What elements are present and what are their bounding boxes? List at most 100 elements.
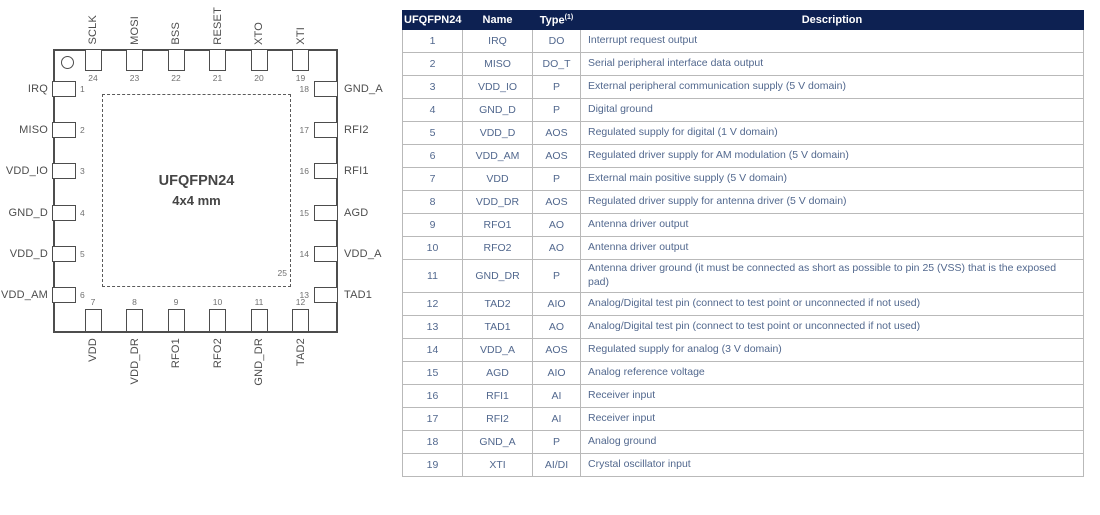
pin-label: BSS	[170, 22, 182, 45]
pin-name-cell: RFI1	[462, 383, 533, 408]
pin-label: MISO	[19, 124, 48, 137]
pin-type-cell: AI	[532, 383, 581, 408]
pin-description-cell: Analog/Digital test pin (connect to test…	[580, 314, 1084, 339]
pin-description-cell: Regulated driver supply for AM modulatio…	[580, 144, 1084, 168]
pin-pad	[314, 163, 338, 180]
pin-type-cell: AOS	[532, 144, 581, 168]
pin-pad	[52, 204, 76, 221]
pin-number: 15	[299, 207, 309, 218]
pin-number: 11	[254, 297, 264, 307]
pin-pad	[84, 309, 102, 332]
pin-pad	[292, 309, 309, 332]
pin-label: GND_A	[344, 83, 383, 95]
pin-description-cell: Analog reference voltage	[580, 360, 1084, 385]
pin-pad	[52, 81, 76, 97]
pin-label: RFO2	[211, 338, 224, 369]
pin-label: VDD	[87, 338, 99, 362]
pin-type-cell: AOS	[532, 190, 581, 214]
pin-number-cell: 2	[402, 52, 463, 76]
pin-pad	[209, 49, 226, 71]
pin-pad	[314, 122, 338, 139]
pin-number: 24	[88, 73, 98, 83]
pin-pad	[250, 309, 268, 332]
pin-name-cell: VDD_DR	[462, 190, 533, 214]
pin-pad	[209, 309, 226, 332]
pin-label: RFO1	[170, 338, 182, 369]
exposed-pad-outline	[102, 94, 291, 287]
pin-number: 16	[299, 166, 309, 177]
pin-type-cell: AIO	[532, 360, 581, 385]
pin-label: SCLK	[87, 15, 99, 45]
pin-description-cell: Serial peripheral interface data output	[580, 52, 1084, 76]
pin-description-cell: Antenna driver ground (it must be connec…	[580, 259, 1084, 293]
pin-type-cell: AOS	[532, 337, 581, 362]
pin-number-cell: 4	[402, 98, 463, 122]
column-header-name: Name	[462, 10, 533, 30]
pin-label: VDD_IO	[5, 165, 48, 178]
pin-name-cell: MISO	[462, 52, 533, 76]
pin-number: 22	[171, 73, 181, 83]
pin-pad	[167, 309, 185, 332]
pin-number: 19	[295, 73, 306, 83]
pin-number: 21	[212, 73, 223, 83]
pin-pad	[314, 245, 338, 262]
pin-name-cell: VDD_A	[462, 337, 533, 362]
pin-label: IRQ	[27, 83, 48, 95]
pin-number-cell: 1	[402, 29, 463, 53]
pin-pad	[126, 309, 143, 332]
pin-name-cell: TAD1	[462, 314, 533, 339]
pin-number: 3	[80, 166, 85, 177]
pin-label: GND_D	[8, 206, 48, 219]
pin-type-cell: AI/DI	[532, 452, 581, 477]
pin-number: 2	[80, 125, 85, 136]
pin-description-cell: Antenna driver output	[580, 213, 1084, 237]
pin-number-cell: 16	[402, 383, 463, 408]
pin-pad	[52, 163, 76, 180]
pin-pad	[314, 204, 338, 221]
pin-type-cell: AIO	[532, 291, 581, 316]
pin-description-cell: External peripheral communication supply…	[580, 75, 1084, 99]
pin-type-cell: AO	[532, 213, 581, 237]
pin-label: RESET	[211, 7, 224, 45]
pin-name-cell: VDD_AM	[462, 144, 533, 168]
pin-description-cell: Analog ground	[580, 429, 1084, 454]
pin-number-cell: 6	[402, 144, 463, 168]
pin-number-cell: 17	[402, 406, 463, 431]
pin-number: 1	[80, 84, 85, 94]
pin-type-cell: AO	[532, 314, 581, 339]
pin-number: 13	[299, 290, 309, 300]
pin-label: XTO	[253, 21, 265, 45]
pin-name-cell: AGD	[462, 360, 533, 385]
pin-name-cell: GND_A	[462, 429, 533, 454]
pin-number-cell: 18	[402, 429, 463, 454]
pin-pad	[126, 49, 143, 71]
pin-type-cell: AI	[532, 406, 581, 431]
pin-type-cell: AO	[532, 236, 581, 260]
pin-number-cell: 3	[402, 75, 463, 99]
pin-name-cell: VDD_D	[462, 121, 533, 145]
pin-name-cell: RFO2	[462, 236, 533, 260]
pin-number: 17	[299, 125, 309, 136]
pin-pad	[314, 81, 338, 97]
column-header-description: Description	[580, 10, 1084, 30]
pin-description-cell: Receiver input	[580, 383, 1084, 408]
pin-description-cell: Interrupt request output	[580, 29, 1084, 53]
pin-description-cell: Regulated driver supply for antenna driv…	[580, 190, 1084, 214]
pin-name-cell: GND_D	[462, 98, 533, 122]
pin-description-cell: Regulated supply for analog (3 V domain)	[580, 337, 1084, 362]
pin-name-cell: VDD	[462, 167, 533, 191]
column-header-ufqfpn24: UFQFPN24	[402, 10, 463, 30]
pin-number: 20	[254, 73, 264, 83]
pin-label: VDD_AM	[0, 289, 48, 301]
pin-name-cell: TAD2	[462, 291, 533, 316]
pin-description-cell: Receiver input	[580, 406, 1084, 431]
